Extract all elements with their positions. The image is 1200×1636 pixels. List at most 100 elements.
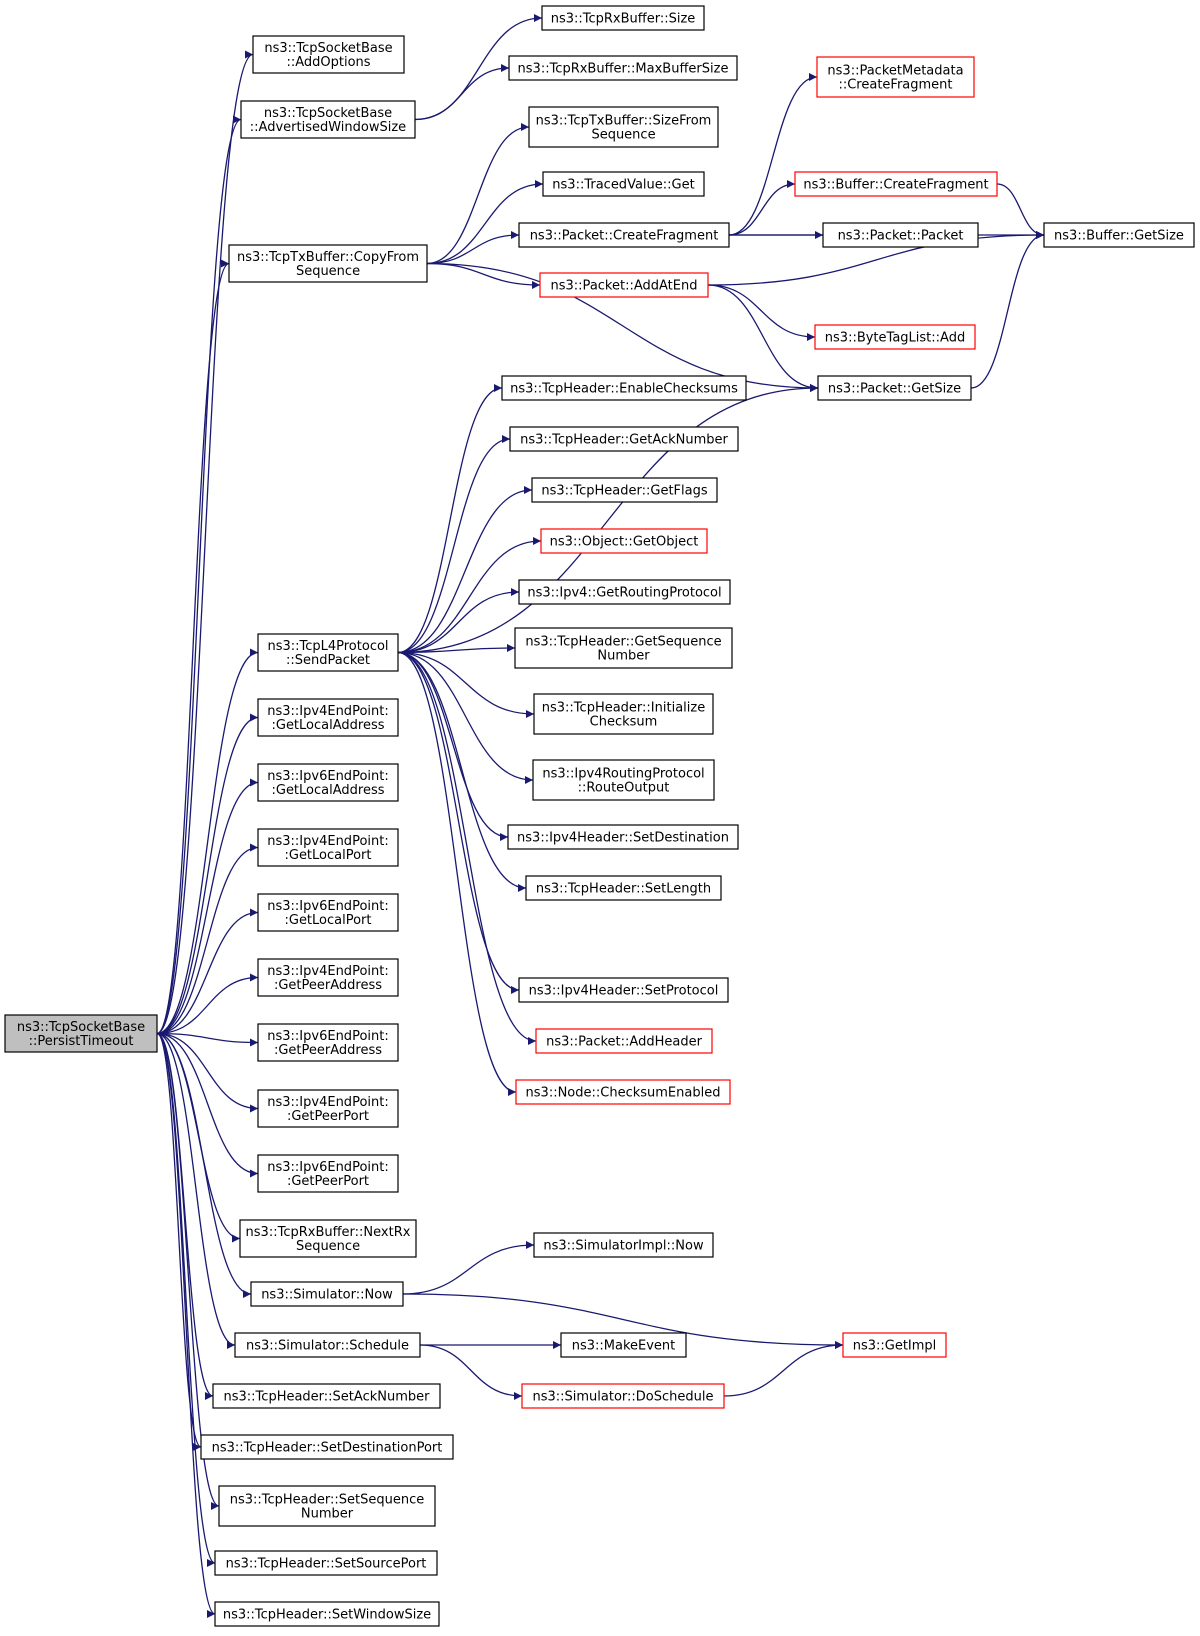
node-ep6LocalPort[interactable]: ns3::Ipv6EndPoint::GetLocalPort (257, 893, 399, 932)
node-nodeCkEnabled[interactable]: ns3::Node::ChecksumEnabled (515, 1079, 731, 1105)
node-simNow[interactable]: ns3::Simulator::Now (250, 1281, 404, 1307)
node-makeEvent[interactable]: ns3::MakeEvent (560, 1332, 687, 1358)
node-hdrSetWin[interactable]: ns3::TcpHeader::SetWindowSize (214, 1601, 440, 1627)
node-advWindow[interactable]: ns3::TcpSocketBase::AdvertisedWindowSize (240, 100, 416, 139)
node-pktPacket[interactable]: ns3::Packet::Packet (822, 222, 979, 248)
node-box (822, 222, 979, 248)
node-label: ns3::Object::GetObject (550, 535, 699, 550)
node-hdrSetSrcPort[interactable]: ns3::TcpHeader::SetSourcePort (214, 1550, 438, 1576)
node-ipv4HdrSetDest[interactable]: ns3::Ipv4Header::SetDestination (507, 824, 739, 850)
node-layer: ns3::TcpSocketBase::PersistTimeoutns3::T… (4, 5, 1195, 1627)
node-box (794, 171, 998, 197)
node-objGetObject[interactable]: ns3::Object::GetObject (540, 528, 708, 554)
node-pktAddAtEnd[interactable]: ns3::Packet::AddAtEnd (539, 272, 709, 298)
edge-root-to-hdrSetSeq (156, 1032, 220, 1510)
node-box (228, 244, 428, 283)
node-pktAddHeader[interactable]: ns3::Packet::AddHeader (535, 1028, 713, 1054)
node-hdrSetAck[interactable]: ns3::TcpHeader::SetAckNumber (212, 1383, 441, 1409)
node-ep4PeerAddr[interactable]: ns3::Ipv4EndPoint::GetPeerAddress (257, 958, 399, 997)
node-bufCreateFrag[interactable]: ns3::Buffer::CreateFragment (794, 171, 998, 197)
node-ep6PeerAddr[interactable]: ns3::Ipv6EndPoint::GetPeerAddress (257, 1023, 399, 1062)
node-ipv4GetRP[interactable]: ns3::Ipv4::GetRoutingProtocol (518, 579, 731, 605)
node-label: ns3::TcpHeader::SetSourcePort (226, 1557, 427, 1572)
node-label: ns3::TcpSocketBase (17, 1020, 145, 1035)
node-ep6PeerPort[interactable]: ns3::Ipv6EndPoint::GetPeerPort (257, 1154, 399, 1193)
node-pmCreateFrag[interactable]: ns3::PacketMetadata::CreateFragment (816, 56, 975, 98)
node-pktGetSize[interactable]: ns3::Packet::GetSize (817, 375, 972, 401)
node-addOptions[interactable]: ns3::TcpSocketBase::AddOptions (252, 35, 405, 74)
node-simImplNow[interactable]: ns3::SimulatorImpl::Now (533, 1232, 714, 1258)
node-bufGetSize[interactable]: ns3::Buffer::GetSize (1043, 222, 1195, 248)
node-label: ::AdvertisedWindowSize (250, 120, 406, 135)
node-label: ns3::Ipv4Header::SetDestination (517, 831, 729, 846)
node-box (257, 698, 399, 737)
edge-advWindow-to-rxMaxBuf (414, 64, 510, 121)
node-getImpl[interactable]: ns3::GetImpl (842, 1332, 947, 1358)
edge-l4SendPacket-to-hdrSetLength (397, 651, 527, 892)
node-label: ns3::TcpHeader::SetSequence (230, 1493, 425, 1508)
node-ep4LocalAddr[interactable]: ns3::Ipv4EndPoint::GetLocalAddress (257, 698, 399, 737)
node-box (532, 759, 715, 801)
node-tracedGet[interactable]: ns3::TracedValue::Get (542, 171, 705, 197)
edge-root-to-hdrSetWin (156, 1032, 216, 1618)
node-ep4PeerPort[interactable]: ns3::Ipv4EndPoint::GetPeerPort (257, 1089, 399, 1128)
node-box (515, 1079, 731, 1105)
node-label: ns3::Ipv6EndPoint: (267, 899, 388, 914)
node-box (239, 1219, 417, 1258)
node-pktCreateFrag[interactable]: ns3::Packet::CreateFragment (518, 222, 730, 248)
edge-l4SendPacket-to-hdrGetFlags (397, 486, 533, 654)
node-ep6LocalAddr[interactable]: ns3::Ipv6EndPoint::GetLocalAddress (257, 763, 399, 802)
edge-root-to-ep6LocalAddr (156, 778, 259, 1035)
node-label: :GetLocalAddress (271, 718, 384, 733)
edge-pktAddAtEnd-to-byteTagAdd (707, 284, 816, 341)
node-ipv4RouteOut[interactable]: ns3::Ipv4RoutingProtocol::RouteOutput (532, 759, 715, 801)
edge-simDoSchedule-to-getImpl (723, 1341, 844, 1397)
node-label: ns3::TcpSocketBase (264, 106, 392, 121)
node-byteTagAdd[interactable]: ns3::ByteTagList::Add (814, 324, 976, 350)
node-label: ns3::TcpSocketBase (264, 41, 392, 56)
edge-l4SendPacket-to-nodeCkEnabled (397, 651, 517, 1096)
node-hdrEnableCk[interactable]: ns3::TcpHeader::EnableChecksums (501, 375, 747, 401)
node-root[interactable]: ns3::TcpSocketBase::PersistTimeout (4, 1014, 158, 1053)
node-label: :GetLocalPort (284, 848, 371, 863)
node-box (817, 375, 972, 401)
node-label: ns3::Ipv6EndPoint: (267, 769, 388, 784)
edge-root-to-advWindow (156, 115, 242, 1035)
edge-root-to-l4SendPacket (156, 648, 259, 1035)
node-label: ns3::Simulator::Now (261, 1288, 393, 1303)
node-label: Number (597, 649, 650, 664)
node-label: Sequence (296, 264, 360, 279)
node-ipv4HdrSetProto[interactable]: ns3::Ipv4Header::SetProtocol (518, 977, 729, 1003)
edge-l4SendPacket-to-pktGetSize (397, 384, 819, 654)
node-simDoSchedule[interactable]: ns3::Simulator::DoSchedule (521, 1383, 725, 1409)
node-hdrSetLength[interactable]: ns3::TcpHeader::SetLength (525, 875, 722, 901)
node-hdrGetAck[interactable]: ns3::TcpHeader::GetAckNumber (509, 426, 739, 452)
edge-l4SendPacket-to-ipv4HdrSetDest (397, 651, 509, 841)
edge-simNow-to-getImpl (402, 1293, 844, 1349)
node-hdrSetDestPort[interactable]: ns3::TcpHeader::SetDestinationPort (200, 1434, 454, 1460)
edge-root-to-ep4PeerPort (156, 1032, 259, 1113)
node-hdrGetFlags[interactable]: ns3::TcpHeader::GetFlags (531, 477, 718, 503)
node-l4SendPacket[interactable]: ns3::TcpL4Protocol::SendPacket (257, 633, 399, 672)
node-box (542, 171, 705, 197)
node-box (257, 1089, 399, 1128)
node-rxMaxBuf[interactable]: ns3::TcpRxBuffer::MaxBufferSize (508, 55, 738, 81)
node-label: ns3::TcpHeader::EnableChecksums (510, 382, 738, 397)
edge-l4SendPacket-to-ipv4GetRP (397, 588, 520, 654)
node-ep4LocalPort[interactable]: ns3::Ipv4EndPoint::GetLocalPort (257, 828, 399, 867)
node-rxSize[interactable]: ns3::TcpRxBuffer::Size (541, 5, 705, 31)
edge-root-to-txCopyFrom (156, 259, 230, 1035)
edge-layer (156, 14, 1045, 1618)
edge-txCopyFrom-to-tracedGet (426, 180, 544, 265)
node-box (257, 1023, 399, 1062)
node-simSchedule[interactable]: ns3::Simulator::Schedule (234, 1332, 421, 1358)
edge-l4SendPacket-to-hdrGetAck (397, 435, 511, 654)
node-box (507, 824, 739, 850)
node-box (214, 1601, 440, 1627)
